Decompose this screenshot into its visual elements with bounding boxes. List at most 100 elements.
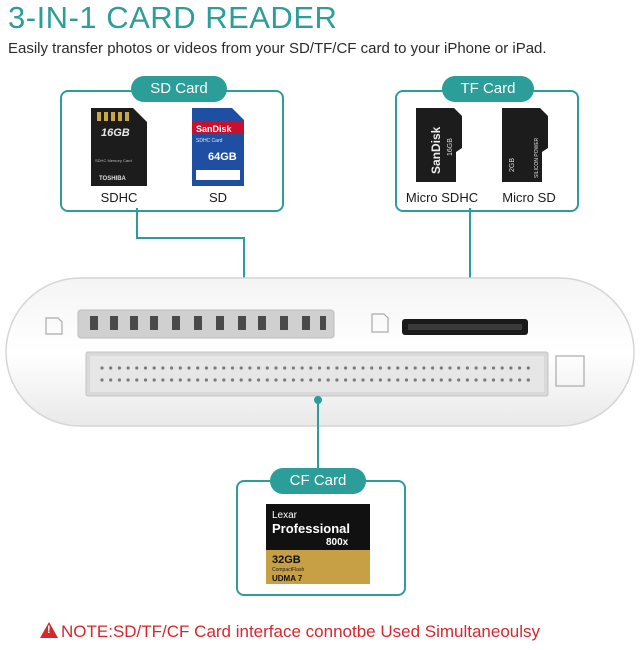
cf-pin — [257, 378, 261, 382]
cf-pin — [117, 366, 121, 370]
cf-pin — [135, 366, 139, 370]
tf-card-label: TF Card — [442, 76, 534, 102]
cf-pin — [239, 366, 243, 370]
cf-card-udma: UDMA 7 — [272, 574, 303, 583]
cf-pin — [335, 378, 339, 382]
cf-card-capacity: 32GB — [272, 554, 301, 566]
cf-pin — [378, 366, 382, 370]
cf-pin — [152, 366, 156, 370]
cf-pin — [300, 366, 304, 370]
cf-pin — [335, 366, 339, 370]
cf-pin — [100, 366, 104, 370]
cf-card-label: CF Card — [270, 468, 366, 494]
cf-pin — [283, 378, 287, 382]
cf-pin — [465, 378, 469, 382]
cf-pin — [500, 378, 504, 382]
cf-pin — [370, 366, 374, 370]
cf-pin — [265, 378, 269, 382]
micro-sd-card-capacity: 2GB — [509, 158, 516, 172]
cf-pin — [178, 378, 182, 382]
sd-card-image: SanDisk SDHC Card 64GB — [192, 108, 244, 186]
cf-pin — [344, 366, 348, 370]
cf-pin — [291, 366, 295, 370]
page-title: 3-IN-1 CARD READER — [8, 0, 338, 35]
cf-card-brand: Lexar — [272, 510, 298, 521]
sdhc-card-brand: TOSHIBA — [99, 176, 127, 182]
cf-pin — [483, 378, 487, 382]
micro-sdhc-caption: Micro SDHC — [405, 190, 479, 205]
cf-pin — [309, 366, 313, 370]
cf-connector-line — [317, 400, 319, 470]
micro-sd-card-brand: SILICON POWER — [534, 137, 540, 178]
cf-pin — [317, 366, 322, 370]
cf-pin — [283, 366, 287, 370]
micro-sdhc-card-image: SanDisk 16GB — [416, 108, 462, 182]
cf-pin — [344, 378, 348, 382]
sd-connector-line-across — [136, 237, 245, 239]
sd-caption: SD — [208, 190, 228, 205]
cf-pin — [509, 366, 513, 370]
cf-pin — [161, 378, 165, 382]
cf-pin — [326, 378, 330, 382]
cf-pin — [187, 366, 191, 370]
cf-pin — [222, 366, 226, 370]
cf-pin — [448, 366, 452, 370]
cf-pin — [396, 366, 400, 370]
cf-card-line: Professional — [272, 521, 350, 536]
cf-pin — [439, 378, 443, 382]
cf-pin — [483, 366, 487, 370]
warning-note-text: NOTE:SD/TF/CF Card interface connotbe Us… — [61, 622, 541, 641]
cf-pin — [526, 378, 530, 382]
cf-pin — [291, 378, 295, 382]
cf-card-speed: 800x — [326, 537, 349, 548]
cf-pin — [518, 378, 522, 382]
cf-pin — [422, 366, 426, 370]
cf-pin — [500, 366, 504, 370]
cf-pin — [117, 378, 121, 382]
sdhc-card-image: 16GB SDHC Memory Card TOSHIBA — [91, 108, 147, 186]
cf-pin — [257, 366, 261, 370]
cf-pin — [109, 366, 113, 370]
cf-pin — [230, 366, 235, 370]
cf-pin — [474, 378, 478, 382]
cf-pin — [378, 378, 382, 382]
cf-pin — [187, 378, 191, 382]
cf-pin — [457, 378, 461, 382]
sdhc-caption: SDHC — [100, 190, 138, 205]
cf-pin — [196, 366, 200, 370]
cf-pin — [491, 366, 496, 370]
cf-pin — [326, 366, 330, 370]
cf-pin — [135, 378, 139, 382]
cf-pin — [509, 378, 513, 382]
cf-pin — [457, 366, 461, 370]
sd-connector-line-down — [136, 208, 138, 238]
cf-pin — [404, 366, 409, 370]
cf-pin — [309, 378, 313, 382]
cf-pin — [439, 366, 443, 370]
cf-pin — [248, 366, 252, 370]
sd-card-brand: SanDisk — [196, 124, 233, 134]
cf-pin — [352, 366, 356, 370]
cf-pin — [387, 378, 391, 382]
cf-pin — [170, 366, 174, 370]
cf-pin — [213, 378, 217, 382]
sd-connector-line-to-slot — [243, 237, 245, 303]
cf-pin — [431, 378, 435, 382]
page-subtitle: Easily transfer photos or videos from yo… — [8, 40, 547, 57]
sdhc-card-capacity: 16GB — [101, 127, 130, 139]
cf-pin — [196, 378, 200, 382]
cf-pin — [170, 378, 174, 382]
cf-pin — [352, 378, 356, 382]
cf-pin — [152, 378, 156, 382]
cf-pin — [370, 378, 374, 382]
cf-pin — [404, 378, 409, 382]
cf-pin — [143, 366, 148, 370]
cf-pin — [109, 378, 113, 382]
micro-sd-caption: Micro SD — [502, 190, 556, 205]
micro-sdhc-card-capacity: 16GB — [447, 138, 454, 156]
sd-card-text: SDHC Card — [196, 138, 223, 144]
micro-sdhc-card-brand: SanDisk — [429, 126, 443, 174]
cf-card-image: Lexar Professional 800x 32GB CompactFlas… — [266, 504, 370, 584]
cf-pin — [204, 366, 208, 370]
cf-pin — [265, 366, 269, 370]
